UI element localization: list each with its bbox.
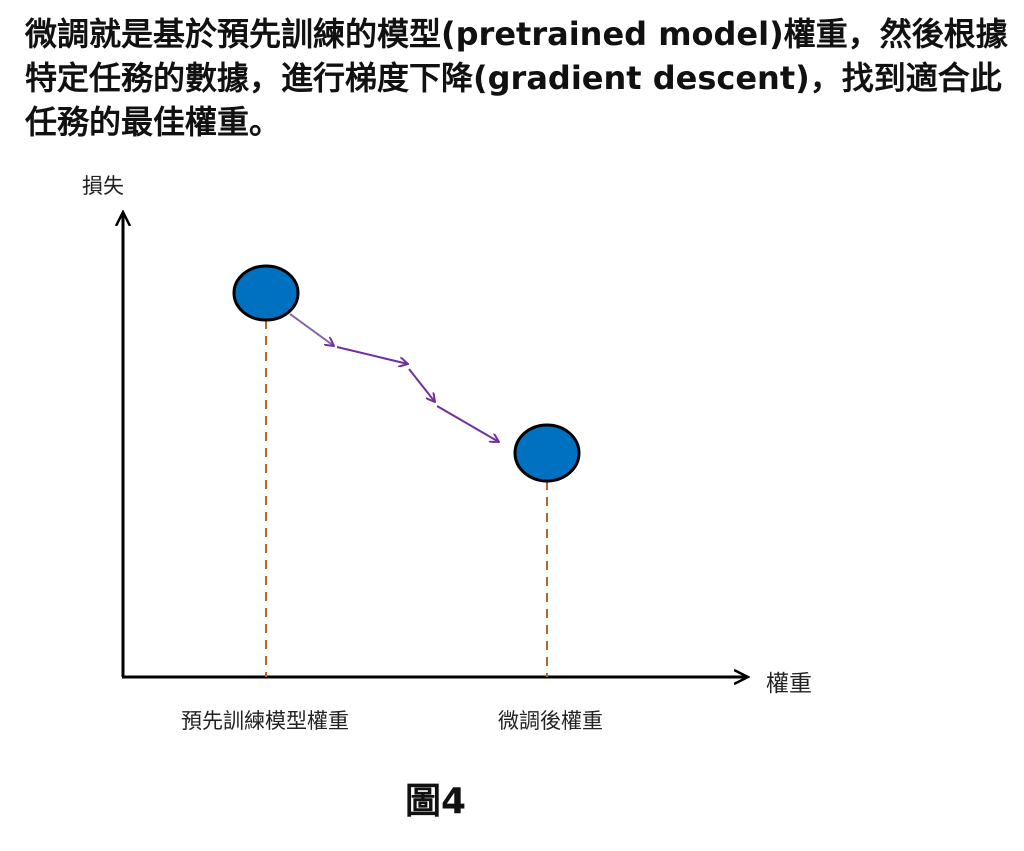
finetuned-point: [513, 423, 581, 483]
descent-arrow-4: [436, 405, 499, 442]
caption-text: 微調就是基於預先訓練的模型(pretrained model)權重，然後根據特定…: [25, 15, 1008, 141]
descent-arrow-2: [336, 346, 408, 364]
finetuned-weight-label: 微調後權重: [498, 709, 603, 733]
y-axis-label: 損失: [82, 174, 124, 198]
x-axis-label: 權重: [766, 671, 812, 697]
figure-label: 圖4: [405, 781, 467, 822]
descent-arrow-3: [408, 368, 435, 402]
pretrained-point: [232, 264, 300, 322]
pretrained-weight-label: 預先訓練模型權重: [181, 709, 349, 733]
descent-arrow-1: [289, 313, 334, 346]
